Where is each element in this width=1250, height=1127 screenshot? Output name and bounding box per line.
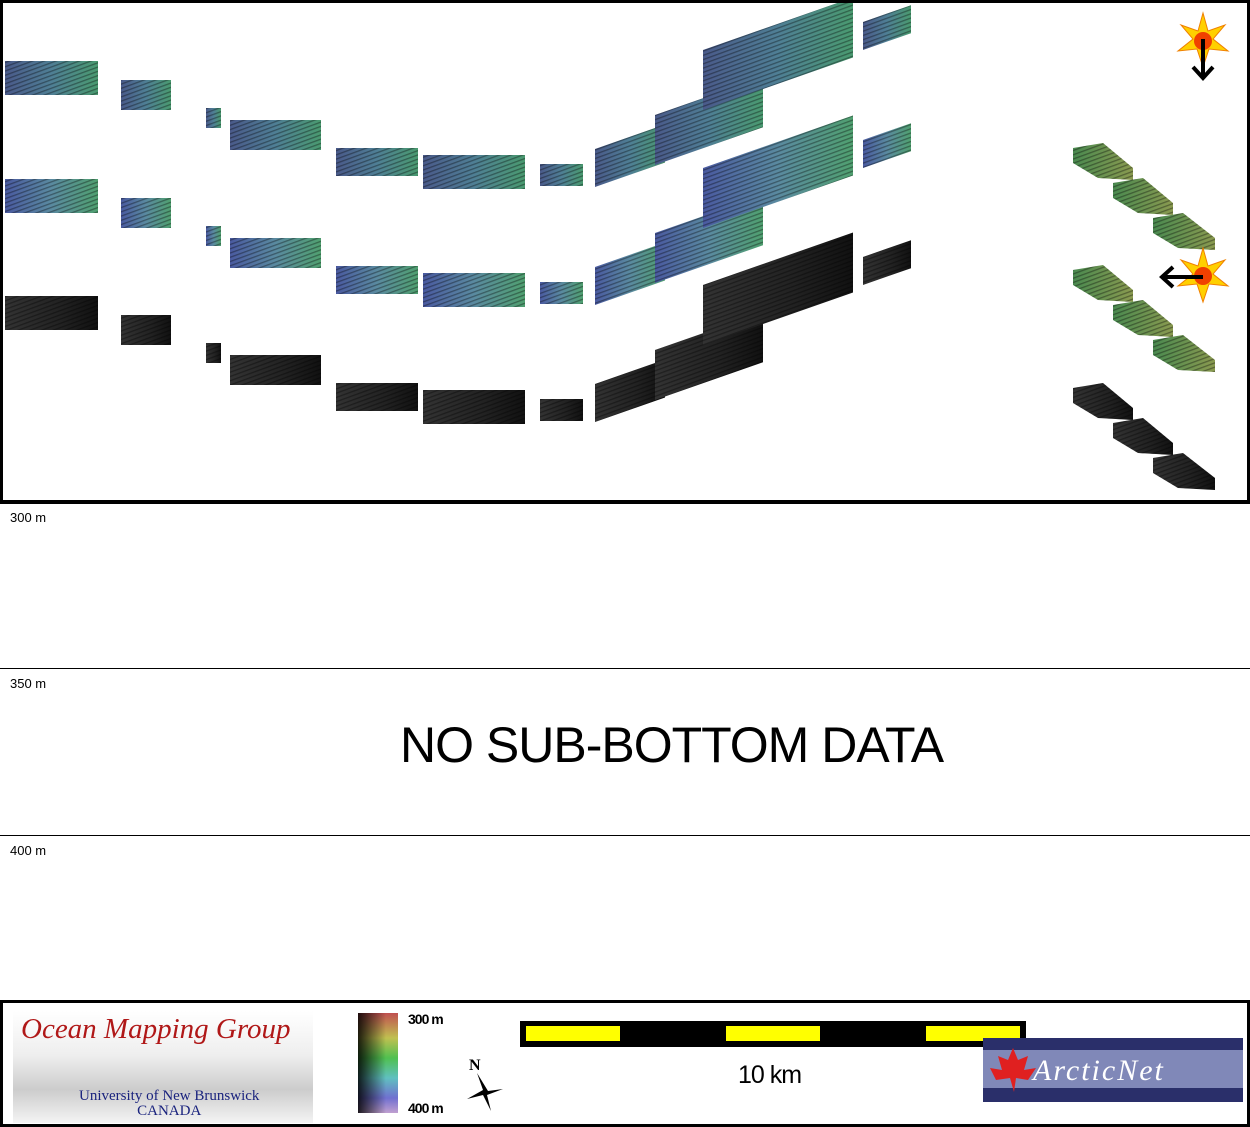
swath-segment bbox=[121, 315, 171, 345]
swath-segment bbox=[863, 5, 911, 50]
depth-label-300: 300 m bbox=[10, 510, 47, 525]
swath-segment bbox=[595, 359, 665, 422]
north-arrow-icon: N bbox=[467, 1057, 503, 1111]
swath-segment bbox=[206, 108, 221, 128]
swath-segment bbox=[1153, 453, 1215, 490]
logo-title: Ocean Mapping Group bbox=[21, 1013, 291, 1045]
north-label: N bbox=[469, 1057, 481, 1074]
swath-segment bbox=[336, 148, 418, 176]
swath-segment bbox=[1153, 335, 1215, 372]
swath-segment bbox=[540, 399, 583, 421]
maple-leaf-icon bbox=[990, 1048, 1036, 1092]
swath-segment bbox=[5, 61, 98, 95]
swath-segment bbox=[540, 164, 583, 186]
swath-segment bbox=[655, 77, 763, 165]
arcticnet-logo: ArcticNet bbox=[983, 1038, 1243, 1102]
swath-segment bbox=[423, 273, 525, 307]
swath-segment bbox=[5, 296, 98, 330]
sun-illumination-west-icon bbox=[1159, 246, 1230, 304]
logo-country: CANADA bbox=[137, 1103, 202, 1119]
swath-segment bbox=[1073, 383, 1133, 420]
logo-subtitle: University of New Brunswick bbox=[79, 1088, 260, 1104]
depth-line-350 bbox=[0, 668, 1250, 669]
arcticnet-name: ArcticNet bbox=[1033, 1054, 1165, 1087]
swath-segment bbox=[1113, 178, 1173, 215]
swath-map bbox=[5, 3, 1215, 490]
swath-segment bbox=[230, 355, 321, 385]
swath-segment bbox=[1073, 143, 1133, 180]
swath-segment bbox=[655, 312, 763, 400]
map-panel bbox=[0, 0, 1250, 504]
depth-label-350: 350 m bbox=[10, 676, 47, 691]
no-data-message: NO SUB-BOTTOM DATA bbox=[400, 717, 944, 773]
swath-segment bbox=[230, 238, 321, 268]
swath-segment bbox=[595, 124, 665, 187]
swath-segment bbox=[5, 179, 98, 213]
swath-segment bbox=[540, 282, 583, 304]
colorbar-bottom-label: 400 m bbox=[408, 1100, 444, 1116]
depth-line-400 bbox=[0, 835, 1250, 836]
scale-bar-label: 10 km bbox=[738, 1061, 802, 1089]
swath-segment bbox=[1153, 213, 1215, 250]
swath-segment bbox=[595, 242, 665, 305]
swath-segment bbox=[206, 226, 221, 246]
swath-segment bbox=[230, 120, 321, 150]
swath-segment bbox=[423, 390, 525, 424]
swath-segment bbox=[206, 343, 221, 363]
swath-segment bbox=[703, 232, 853, 345]
sun-illumination-south-icon bbox=[1176, 11, 1230, 81]
swath-segment bbox=[703, 3, 853, 110]
swath-segment bbox=[423, 155, 525, 189]
legend-panel: Ocean Mapping Group University of New Br… bbox=[0, 1000, 1250, 1127]
depth-label-400: 400 m bbox=[10, 843, 47, 858]
ocean-mapping-group-logo: Ocean Mapping Group University of New Br… bbox=[13, 1011, 313, 1123]
swath-segment bbox=[1113, 418, 1173, 455]
swath-segment bbox=[863, 240, 911, 285]
swath-segment bbox=[336, 266, 418, 294]
scale-bar bbox=[520, 1021, 1026, 1047]
swath-segment bbox=[1113, 300, 1173, 337]
swath-segment bbox=[703, 115, 853, 228]
swath-segment bbox=[863, 123, 911, 168]
swath-segment bbox=[121, 198, 171, 228]
colorbar-top-label: 300 m bbox=[408, 1011, 444, 1027]
depth-colorbar bbox=[358, 1013, 398, 1113]
swath-segment bbox=[121, 80, 171, 110]
swath-segment bbox=[655, 195, 763, 283]
swath-segment bbox=[336, 383, 418, 411]
swath-segment bbox=[1073, 265, 1133, 302]
